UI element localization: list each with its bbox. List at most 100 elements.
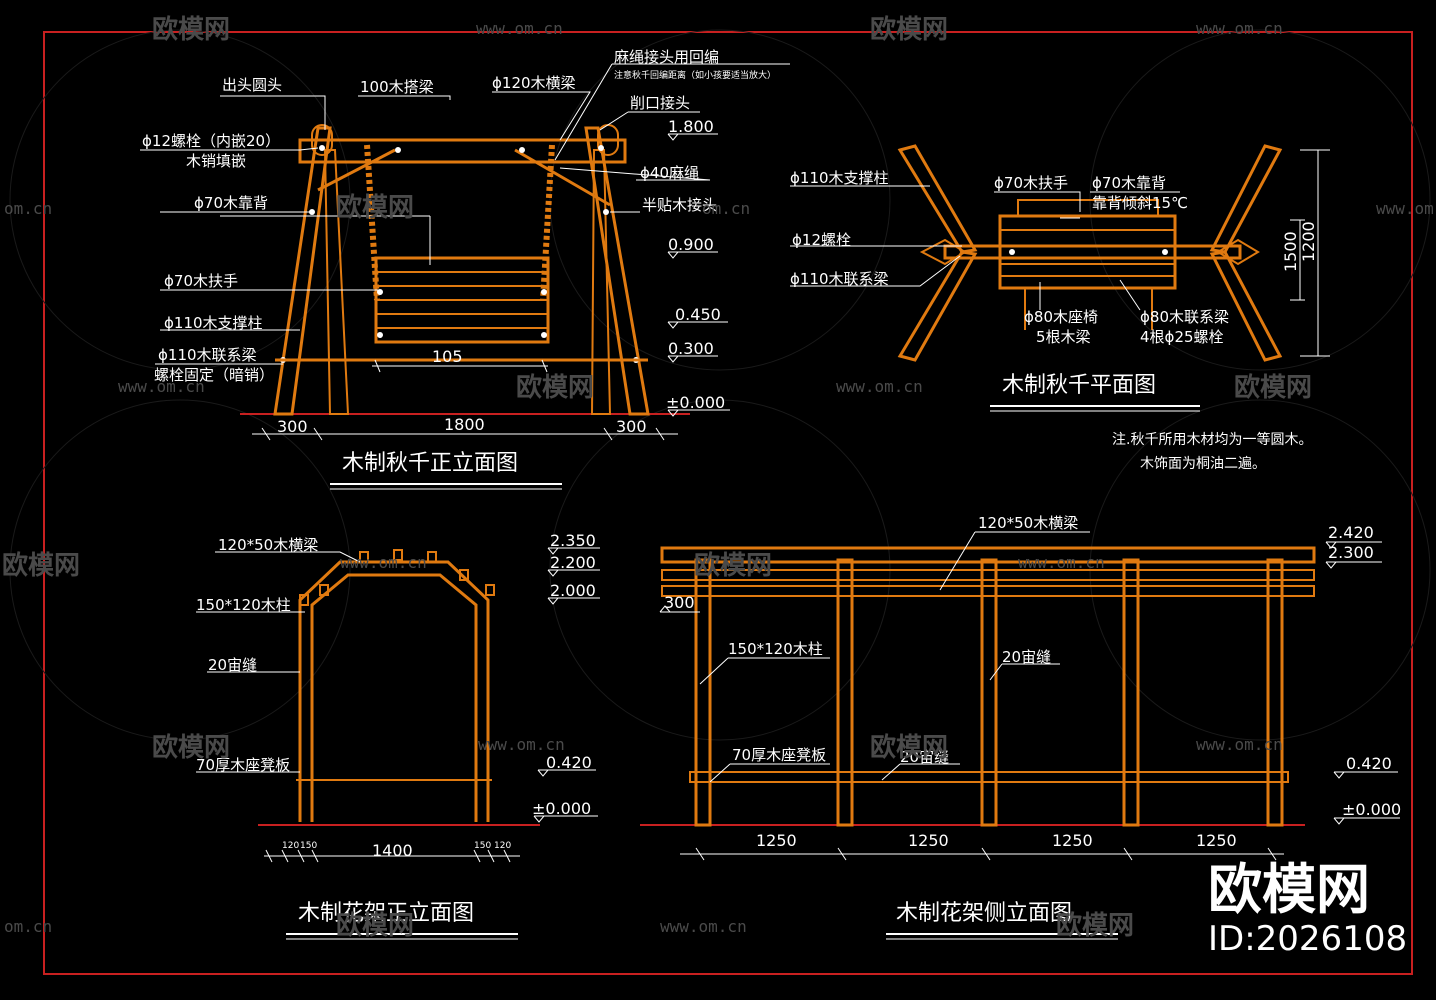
arbor-front-label-seat: 70厚木座凳板 xyxy=(196,756,290,774)
watermark-url: www.om.cn xyxy=(1376,199,1436,218)
level-450: 0.450 xyxy=(675,305,721,324)
watermark-brand: 欧模网 xyxy=(870,732,948,763)
sheet-frame xyxy=(43,31,1413,975)
plan-label-count: 5根木梁 xyxy=(1036,328,1091,346)
arbor-front-dim-c: 150 xyxy=(474,841,491,851)
watermark-brand: 欧模网 xyxy=(516,372,594,403)
dim-mid: 1800 xyxy=(444,415,485,434)
brand-id: ID:2026108 xyxy=(1208,919,1407,959)
label-rope-40: ϕ40麻绳 xyxy=(640,164,699,182)
right-post-inner xyxy=(590,149,612,415)
label-armrest-70: ϕ70木扶手 xyxy=(164,272,238,290)
plan-label-tie: ϕ110木联系梁 xyxy=(790,270,889,288)
watermark-brand: 欧模网 xyxy=(1234,372,1312,403)
level-1800: 1.800 xyxy=(668,117,714,136)
side-label-beam: 120*50木横梁 xyxy=(978,514,1078,532)
plan-note-2: 木饰面为桐油二遍。 xyxy=(1140,456,1266,472)
arbor-front-level-2350: 2.350 xyxy=(550,531,596,550)
left-post-inner xyxy=(323,149,350,415)
left-beam-end xyxy=(311,124,333,156)
watermark-brand: 欧模网 xyxy=(336,910,414,941)
plan-label-armrest: ϕ70木扶手 xyxy=(994,174,1068,192)
side-dim-overhang: 300 xyxy=(664,593,695,612)
brand-logo-text: 欧模网 xyxy=(1208,858,1370,921)
plan-label-bolt: ϕ12螺栓 xyxy=(792,231,851,249)
side-dim-bay1: 1250 xyxy=(756,831,797,850)
arbor-front-dim-a: 120 xyxy=(282,841,299,851)
label-tie-110: ϕ110木联系梁 xyxy=(158,346,257,364)
side-label-seat: 70厚木座凳板 xyxy=(732,746,826,764)
arbor-front-level-2200: 2.200 xyxy=(550,553,596,572)
arbor-front-level-420: 0.420 xyxy=(546,753,592,772)
watermark-url: www.om.cn xyxy=(1018,553,1105,572)
plan-label-tie80: ϕ80木联系梁 xyxy=(1140,308,1229,326)
top-beam xyxy=(298,138,627,164)
plan-label-tilt: 靠背倾斜15℃ xyxy=(1092,194,1188,212)
watermark-brand: 欧模网 xyxy=(152,732,230,763)
side-label-post: 150*120木柱 xyxy=(728,640,823,658)
dim-right: 300 xyxy=(616,417,647,436)
label-back-70: ϕ70木靠背 xyxy=(194,194,268,212)
swing-front-title: 木制秋千正立面图 xyxy=(342,451,518,476)
level-900: 0.900 xyxy=(668,235,714,254)
arbor-front-dim-span: 1400 xyxy=(372,841,413,860)
plan-label-back: ϕ70木靠背 xyxy=(1092,174,1166,192)
watermark-url: www.om.cn xyxy=(836,377,923,396)
plan-tie-beam xyxy=(943,244,1242,260)
side-dim-bay2: 1250 xyxy=(908,831,949,850)
watermark-brand: 欧模网 xyxy=(336,192,414,223)
arbor-front-label-gap: 20宙缝 xyxy=(208,656,257,674)
plan-seat xyxy=(998,214,1177,290)
watermark-brand: 欧模网 xyxy=(152,14,230,45)
side-dim-bay3: 1250 xyxy=(1052,831,1093,850)
watermark-url: www.om.cn xyxy=(340,553,427,572)
watermark-url: om.cn xyxy=(4,917,52,936)
right-post-outer xyxy=(584,126,650,416)
label-cut-joint: 削口接头 xyxy=(630,94,690,112)
label-bolt-12: ϕ12螺栓（内嵌20） xyxy=(142,132,280,150)
watermark-url: www.om.cn xyxy=(118,377,205,396)
watermark-url: www.om.cn xyxy=(660,917,747,936)
label-half-joint: 半贴木接头 xyxy=(642,196,717,214)
arbor-front-dim-b: 150 xyxy=(300,841,317,851)
plan-label-seat: ϕ80木座椅 xyxy=(1024,308,1098,326)
arbor-side-elevation: 120*50木横梁 300 150*120木柱 20宙缝 70厚木座凳板 20宙… xyxy=(640,514,1401,940)
level-300: 0.300 xyxy=(668,339,714,358)
watermark-brand: 欧模网 xyxy=(2,550,80,581)
side-level-420: 0.420 xyxy=(1346,754,1392,773)
level-0: ±0.000 xyxy=(666,393,725,412)
watermark-url: www.om.cn xyxy=(476,19,563,38)
label-rope-note: 注意秋千回编距离（如小孩要适当放大） xyxy=(614,69,776,81)
side-level-0: ±0.000 xyxy=(1342,800,1401,819)
arbor-front-dim-d: 120 xyxy=(494,841,511,851)
plan-note-1: 注.秋千所用木材均为一等圆木。 xyxy=(1112,431,1312,448)
side-seat-board xyxy=(689,771,1289,783)
label-wood-pin: 木销填嵌 xyxy=(186,152,246,170)
arbor-side-title: 木制花架侧立面图 xyxy=(896,901,1072,926)
arbor-front-label-post: 150*120木柱 xyxy=(196,596,291,614)
label-rope-weave: 麻绳接头用回编 xyxy=(614,48,719,66)
side-dim-bay4: 1250 xyxy=(1196,831,1237,850)
arbor-front-label-beam: 120*50木横梁 xyxy=(218,536,318,554)
plan-dim-total: 1200 xyxy=(1299,221,1318,262)
arbor-front-title: 木制花架正立面图 xyxy=(298,901,474,926)
watermark-brand: 欧模网 xyxy=(1056,910,1134,941)
dim-left: 300 xyxy=(277,417,308,436)
arbor-front-level-2000: 2.000 xyxy=(550,581,596,600)
plan-dim-inner: 1500 xyxy=(1281,231,1300,272)
swing-plan: ϕ110木支撑柱 ϕ12螺栓 ϕ110木联系梁 ϕ70木扶手 ϕ70木靠背 靠背… xyxy=(790,144,1330,472)
swing-plan-title: 木制秋千平面图 xyxy=(1002,373,1156,398)
side-level-2420: 2.420 xyxy=(1328,523,1374,542)
watermark-url: www.om.cn xyxy=(478,735,565,754)
swing-front-elevation: 出头圆头 100木搭梁 ϕ120木横梁 麻绳接头用回编 注意秋千回编距离（如小孩… xyxy=(140,48,790,490)
side-label-gap1: 20宙缝 xyxy=(1002,648,1051,666)
label-post-110: ϕ110木支撑柱 xyxy=(164,314,263,332)
label-bolt-fix: 螺栓固定（暗销） xyxy=(154,366,274,384)
watermark-url: www.om.cn xyxy=(1196,735,1283,754)
left-post-outer xyxy=(273,126,332,416)
side-level-2300: 2.300 xyxy=(1328,543,1374,562)
label-chu-tou: 出头圆头 xyxy=(222,76,282,94)
watermark-url: om.cn xyxy=(702,199,750,218)
label-beam-100: 100木搭梁 xyxy=(360,78,434,96)
